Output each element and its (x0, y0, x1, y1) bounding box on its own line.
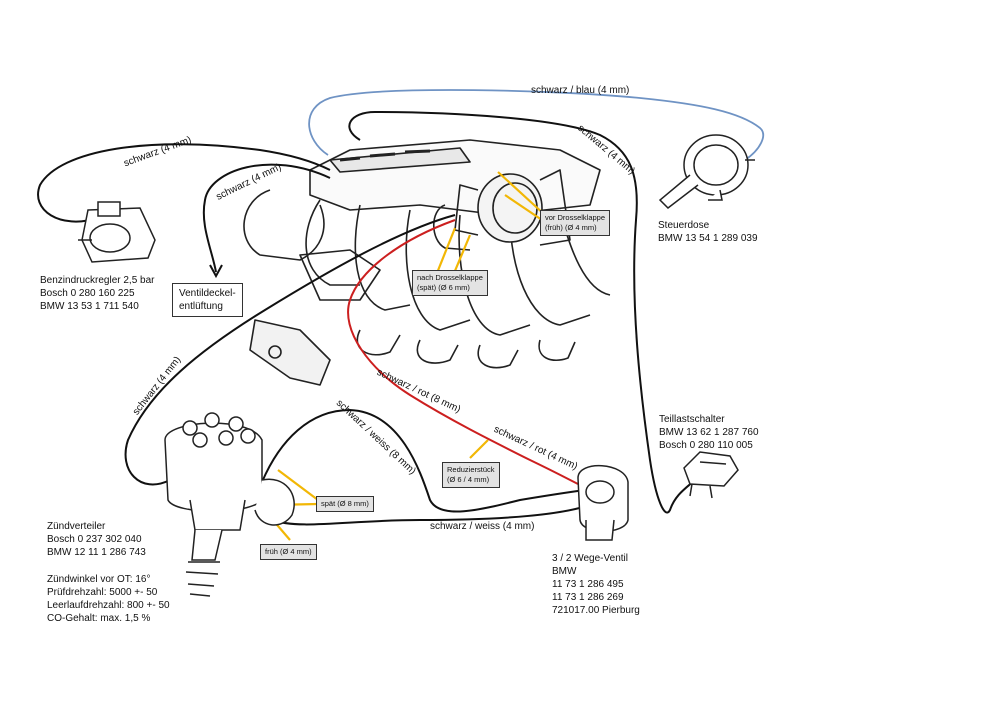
callout-spaet: spät (Ø 8 mm) (316, 496, 374, 512)
caption-line: BMW (552, 566, 577, 577)
hose-white-8mm (261, 408, 586, 513)
engine-manifold-drawing (243, 139, 611, 386)
arrow-head (209, 264, 223, 279)
caption-line: 721017.00 Pierburg (552, 605, 640, 616)
caption-zuend-specs: Zündwinkel vor OT: 16° Prüfdrehzahl: 500… (47, 573, 170, 625)
callout-vor-line2: (früh) (Ø 4 mm) (545, 223, 597, 232)
caption-wege-ventil: 3 / 2 Wege-Ventil BMW 11 73 1 286 495 11… (552, 552, 640, 617)
label-hose-white-4mm: schwarz / weiss (4 mm) (430, 521, 535, 532)
solenoid-valve-drawing (577, 465, 629, 541)
hose-red (347, 219, 579, 485)
callout-nach-line2: (spät) (Ø 6 mm) (417, 283, 470, 292)
caption-line: 11 73 1 286 269 (552, 592, 624, 603)
caption-line: 3 / 2 Wege-Ventil (552, 553, 628, 564)
caption-line: Prüfdrehzahl: 5000 +- 50 (47, 587, 158, 598)
caption-zuendverteiler: Zündverteiler Bosch 0 237 302 040 BMW 12… (47, 520, 146, 559)
caption-line: Bosch 0 280 160 225 (40, 288, 135, 299)
callout-nach-drosselklappe: nach Drosselklappe (spät) (Ø 6 mm) (412, 270, 488, 296)
hose-white-4mm (271, 504, 591, 526)
callout-reduzierstueck: Reduzierstück (Ø 6 / 4 mm) (442, 462, 500, 488)
distributor-drawing (164, 412, 295, 597)
pointer-lines (265, 171, 546, 541)
callout-red-line2: (Ø 6 / 4 mm) (447, 475, 490, 484)
caption-line: Teillastschalter (659, 414, 725, 425)
hose-valve-cover (202, 163, 331, 273)
caption-line: Bosch 0 237 302 040 (47, 534, 142, 545)
valve-cover-vent-box: Ventildeckel- entlüftung (172, 283, 243, 317)
vent-box-line1: Ventildeckel- (179, 288, 236, 299)
callout-vor-line1: vor Drosselklappe (545, 213, 606, 222)
caption-line: CO-Gehalt: max. 1,5 % (47, 613, 151, 624)
control-unit-drawing (658, 134, 755, 209)
callout-red-line1: Reduzierstück (447, 465, 495, 474)
hose-black-lines (37, 110, 696, 526)
caption-line: BMW 13 54 1 289 039 (658, 233, 758, 244)
caption-line: Steuerdose (658, 220, 710, 231)
caption-line: BMW 12 11 1 286 743 (47, 547, 146, 558)
caption-line: Zündverteiler (47, 521, 106, 532)
caption-teillastschalter: Teillastschalter BMW 13 62 1 287 760 Bos… (659, 413, 759, 452)
hose-steuerdose (348, 110, 696, 514)
caption-line: Leerlaufdrehzahl: 800 +- 50 (47, 600, 170, 611)
caption-line: Bosch 0 280 110 005 (659, 440, 753, 451)
caption-fuel-pressure-regulator: Benzindruckregler 2,5 bar Bosch 0 280 16… (40, 274, 155, 313)
caption-line: 11 73 1 286 495 (552, 579, 624, 590)
hose-distributor-advance (124, 214, 456, 486)
hose-fuel-regulator (37, 143, 331, 223)
fuel-pressure-regulator-drawing (78, 201, 156, 263)
caption-line: BMW 13 62 1 287 760 (659, 427, 759, 438)
callout-vor-drosselklappe: vor Drosselklappe (früh) (Ø 4 mm) (540, 210, 611, 236)
hose-blue (308, 89, 765, 161)
caption-line: BMW 13 53 1 711 540 (40, 301, 139, 312)
caption-steuerdose: Steuerdose BMW 13 54 1 289 039 (658, 219, 758, 245)
vent-box-line2: entlüftung (179, 301, 223, 312)
label-hose-blue: schwarz / blau (4 mm) (531, 85, 630, 96)
caption-line: Benzindruckregler 2,5 bar (40, 275, 155, 286)
callout-nach-line1: nach Drosselklappe (417, 273, 483, 282)
caption-line: Zündwinkel vor OT: 16° (47, 574, 151, 585)
throttle-switch-drawing (683, 451, 739, 499)
callout-frueh: früh (Ø 4 mm) (260, 544, 317, 560)
